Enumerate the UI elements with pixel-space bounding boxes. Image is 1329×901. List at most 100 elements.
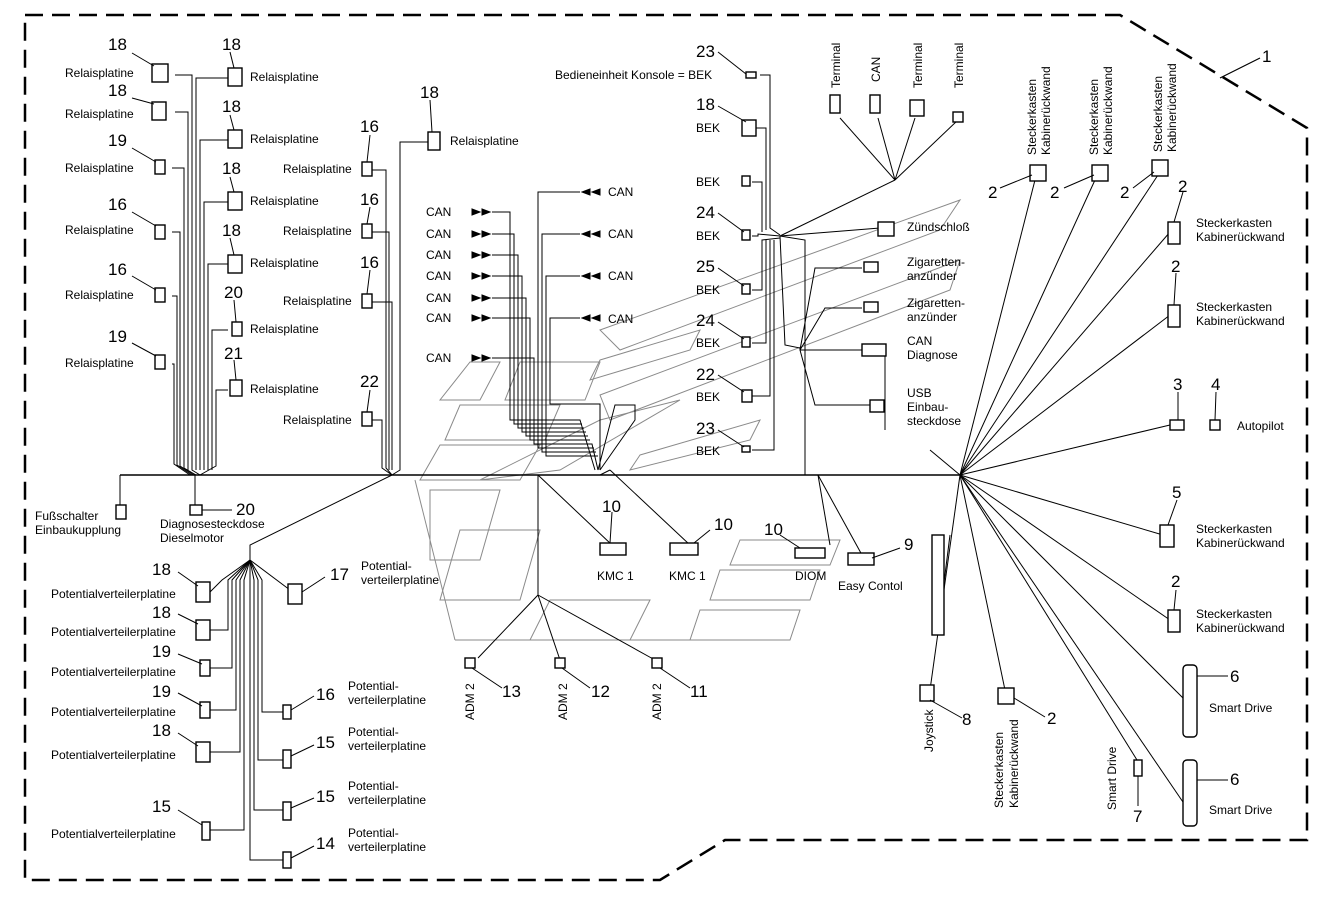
- label-steckerkasten: Steckerkasten: [1196, 607, 1272, 621]
- can-plug-icon: [580, 272, 601, 280]
- label-steckerkasten: Steckerkasten: [1196, 300, 1272, 314]
- label-adm2: ADM 2: [463, 683, 477, 720]
- label-can: CAN: [608, 185, 633, 199]
- label-can: CAN: [426, 291, 451, 305]
- label-kmc1: KMC 1: [669, 569, 706, 583]
- label-relaisplatine: Relaisplatine: [65, 107, 134, 121]
- smart-drive-connector: [1133, 759, 1143, 777]
- label-joystick: Joystick: [922, 708, 936, 752]
- label-terminal: Terminal: [911, 43, 925, 88]
- potential-connector: [282, 749, 292, 769]
- label-fussschalter: Fußschalter: [35, 509, 98, 523]
- callout-18: 18: [108, 81, 127, 100]
- potential-connector: [195, 581, 211, 603]
- callout-2: 2: [1171, 257, 1180, 276]
- callout-18: 18: [420, 83, 439, 102]
- label-zuendschloss: Zündschloß: [907, 220, 970, 234]
- fussschalter-connector: [115, 504, 127, 520]
- callout-19: 19: [152, 682, 171, 701]
- label-potential: Potential-: [348, 779, 399, 793]
- callout-20: 20: [236, 500, 255, 519]
- label-kabinenrueckwand: Kabinerückwand: [1101, 66, 1115, 155]
- callout-19: 19: [108, 327, 127, 346]
- callout-18: 18: [696, 95, 715, 114]
- callout-18: 18: [152, 721, 171, 740]
- callout-25: 25: [696, 257, 715, 276]
- zuendschloss-connector: [877, 221, 895, 237]
- callout-14: 14: [316, 834, 335, 853]
- callout-18: 18: [222, 221, 241, 240]
- label-potentialverteilerplatine: Potentialverteilerplatine: [51, 587, 176, 601]
- callout-3: 3: [1173, 375, 1182, 394]
- label-easy-control: Easy Contol: [838, 579, 903, 593]
- relay-connector: [154, 354, 166, 370]
- label-can: CAN: [608, 312, 633, 326]
- kmc-connector: [599, 542, 627, 556]
- callout-24: 24: [696, 311, 715, 330]
- diagnose-connector: [189, 504, 203, 516]
- autopilot-connector: [1209, 419, 1221, 431]
- potential-connector: [282, 851, 292, 869]
- label-smart-drive: Smart Drive: [1209, 803, 1273, 817]
- label-smart-drive: Smart Drive: [1105, 746, 1119, 810]
- callout-2: 2: [988, 183, 997, 202]
- bek-connector: [741, 175, 751, 187]
- label-can: CAN: [869, 57, 883, 82]
- relay-connector: [361, 223, 373, 239]
- can-plug-icon: [471, 314, 492, 322]
- potential-connector: [282, 704, 292, 720]
- label-steckerkasten: Steckerkasten: [992, 732, 1006, 808]
- callout-7: 7: [1133, 807, 1142, 826]
- callout-10: 10: [714, 515, 733, 534]
- callout-23: 23: [696, 419, 715, 438]
- relay-connector: [227, 67, 243, 87]
- label-relaisplatine: Relaisplatine: [65, 223, 134, 237]
- callout-22: 22: [360, 372, 379, 391]
- callout-4: 4: [1211, 375, 1220, 394]
- right-fan-bundle: [929, 174, 1186, 806]
- label-can: CAN: [608, 227, 633, 241]
- label-relaisplatine: Relaisplatine: [250, 70, 319, 84]
- can-plug-icon: [471, 272, 492, 280]
- label-adm2: ADM 2: [650, 683, 664, 720]
- bek-connector: [745, 71, 757, 79]
- label-bek-title: Bedieneinheit Konsole = BEK: [555, 68, 712, 82]
- terminal-connector: [829, 94, 841, 114]
- label-potentialverteilerplatine: Potentialverteilerplatine: [51, 748, 176, 762]
- label-steckerkasten: Steckerkasten: [1025, 79, 1039, 155]
- label-terminal: Terminal: [829, 43, 843, 88]
- relay-connector: [231, 321, 243, 337]
- usb-connector: [869, 399, 885, 413]
- relay-connector: [151, 63, 169, 83]
- label-relaisplatine: Relaisplatine: [250, 382, 319, 396]
- label-diom: DIOM: [795, 569, 826, 583]
- callout-10: 10: [764, 520, 783, 539]
- steckerkasten-connector: [1091, 164, 1109, 182]
- callout-5: 5: [1172, 483, 1181, 502]
- assembly-number: 1: [1262, 47, 1271, 66]
- label-potential: Potential-: [348, 826, 399, 840]
- callout-16: 16: [360, 117, 379, 136]
- steckerkasten-connector: [997, 687, 1015, 705]
- assembly-leader: [1219, 57, 1261, 79]
- callout-6: 6: [1230, 770, 1239, 789]
- can-plug-icon: [580, 188, 601, 196]
- can-plug-icon: [471, 208, 492, 216]
- relay-connector: [361, 411, 373, 427]
- label-anzuender: anzünder: [907, 269, 957, 283]
- label-relaisplatine: Relaisplatine: [65, 288, 134, 302]
- terminal-connector: [909, 99, 925, 117]
- can-plug-icon: [471, 251, 492, 259]
- label-potential: Potential-: [348, 725, 399, 739]
- callout-15: 15: [316, 787, 335, 806]
- callout-2: 2: [1178, 177, 1187, 196]
- steckerkasten-connector: [1167, 221, 1181, 245]
- callout-19: 19: [152, 642, 171, 661]
- callout-8: 8: [962, 710, 971, 729]
- label-bek: BEK: [696, 283, 720, 297]
- callout-6: 6: [1230, 667, 1239, 686]
- label-bek: BEK: [696, 336, 720, 350]
- callout-18: 18: [152, 560, 171, 579]
- label-potentialverteilerplatine: Potentialverteilerplatine: [51, 665, 176, 679]
- callout-17: 17: [330, 565, 349, 584]
